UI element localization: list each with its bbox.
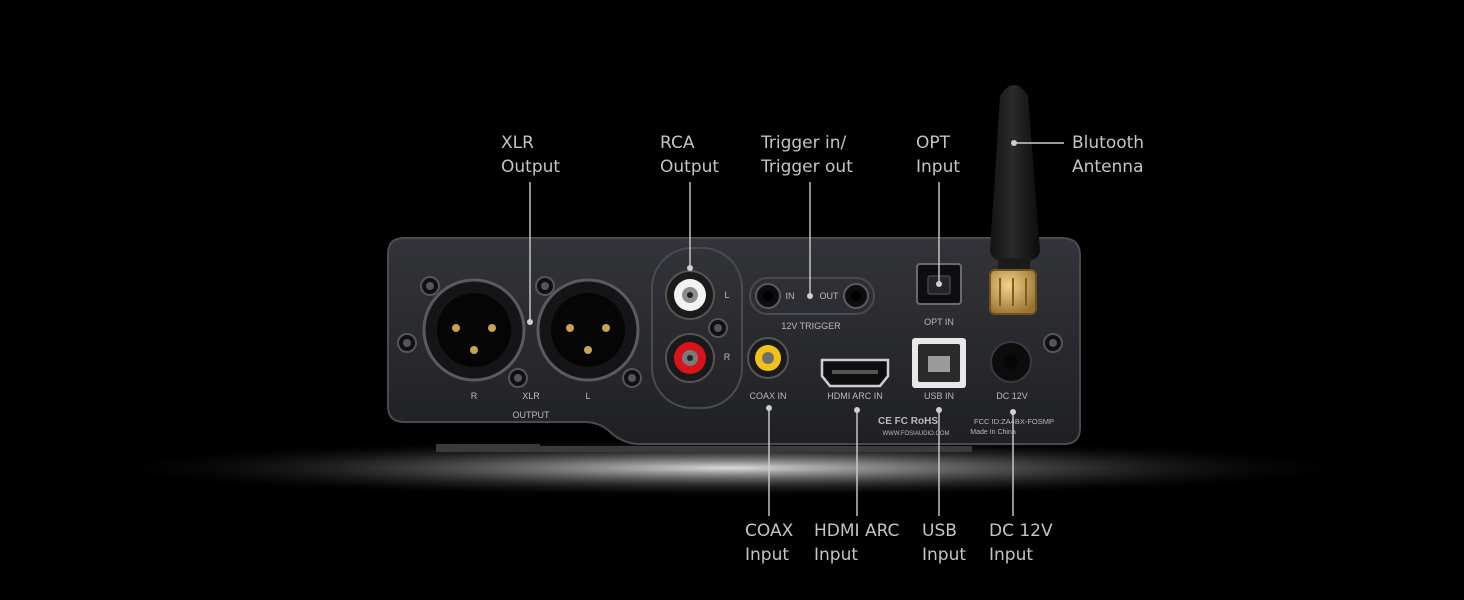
callout-rca-output: RCA Output (660, 131, 719, 179)
callout-trigger-line2: Trigger out (761, 157, 853, 177)
callout-xlr-output-line1: XLR (501, 133, 534, 153)
panel-label-xlr: XLR (522, 391, 540, 401)
callout-bluetooth-antenna-line2: Antenna (1072, 157, 1144, 177)
callout-trigger-line1: Trigger in/ (761, 133, 847, 153)
usb-b-port (912, 338, 966, 388)
panel-label-dc-12v: DC 12V (996, 391, 1028, 401)
callout-usb-input-line2: Input (922, 545, 967, 565)
callout-coax-input-line1: COAX (745, 521, 794, 541)
panel-label-12v-trigger: 12V TRIGGER (781, 321, 841, 331)
callout-dc-input-line2: Input (989, 545, 1034, 565)
callout-dc-input-line1: DC 12V (989, 521, 1053, 541)
leader-lines (527, 140, 1064, 516)
panel-label-output: OUTPUT (513, 410, 551, 420)
floor-glow (90, 438, 1370, 498)
callout-bluetooth-antenna-line1: Blutooth (1072, 133, 1145, 153)
callout-usb-input: USB Input (922, 519, 966, 567)
panel-label-made-in: Made In China (970, 429, 1016, 436)
panel-label-coax-in: COAX IN (749, 391, 786, 401)
panel-label-opt-in: OPT IN (924, 317, 954, 327)
panel-label-trig-out: OUT (820, 291, 840, 301)
panel-label-website: WWW.FOSIAUDIO.COM (883, 431, 950, 437)
callout-bluetooth-antenna: Blutooth Antenna (1072, 131, 1144, 179)
panel-label-fcc-id: FCC ID:ZA4BX-FOSMP (974, 417, 1054, 426)
panel-label-xlr-l: L (585, 391, 590, 401)
callout-xlr-output-line2: Output (501, 157, 561, 177)
panel-labels: R XLR L OUTPUT L R IN OUT 12V TRIGGER OP… (471, 290, 1054, 437)
callout-usb-input-line1: USB (922, 521, 957, 541)
callout-coax-input-line2: Input (745, 545, 790, 565)
callout-rca-output-line1: RCA (660, 133, 695, 153)
callout-hdmi-arc-input-line1: HDMI ARC (814, 521, 900, 541)
bluetooth-antenna (989, 85, 1040, 315)
callout-dc-input: DC 12V Input (989, 519, 1053, 567)
panel-label-hdmi-arc-in: HDMI ARC IN (827, 391, 883, 401)
hdmi-arc-port (820, 358, 890, 388)
xlr-output-connectors (422, 278, 640, 382)
panel-label-usb-in: USB IN (924, 391, 954, 401)
callout-hdmi-arc-input: HDMI ARC Input (814, 519, 899, 567)
callout-coax-input: COAX Input (745, 519, 793, 567)
coax-input-port (747, 337, 789, 379)
callout-opt-input-line2: Input (916, 157, 961, 177)
panel-label-rca-l: L (724, 290, 729, 300)
panel-label-certs: CE FC RoHS (878, 416, 938, 427)
panel-label-rca-r: R (724, 352, 731, 362)
callout-trigger: Trigger in/ Trigger out (761, 131, 853, 179)
dc-power-jack (990, 341, 1032, 383)
screws (397, 276, 1063, 388)
callout-hdmi-arc-input-line2: Input (814, 545, 859, 565)
callout-xlr-output: XLR Output (501, 131, 560, 179)
panel-label-trig-in: IN (786, 291, 795, 301)
callout-opt-input: OPT Input (916, 131, 960, 179)
panel-label-xlr-r: R (471, 391, 478, 401)
callout-rca-output-line2: Output (660, 157, 720, 177)
trigger-jacks (749, 277, 875, 315)
callout-opt-input-line1: OPT (916, 133, 951, 153)
